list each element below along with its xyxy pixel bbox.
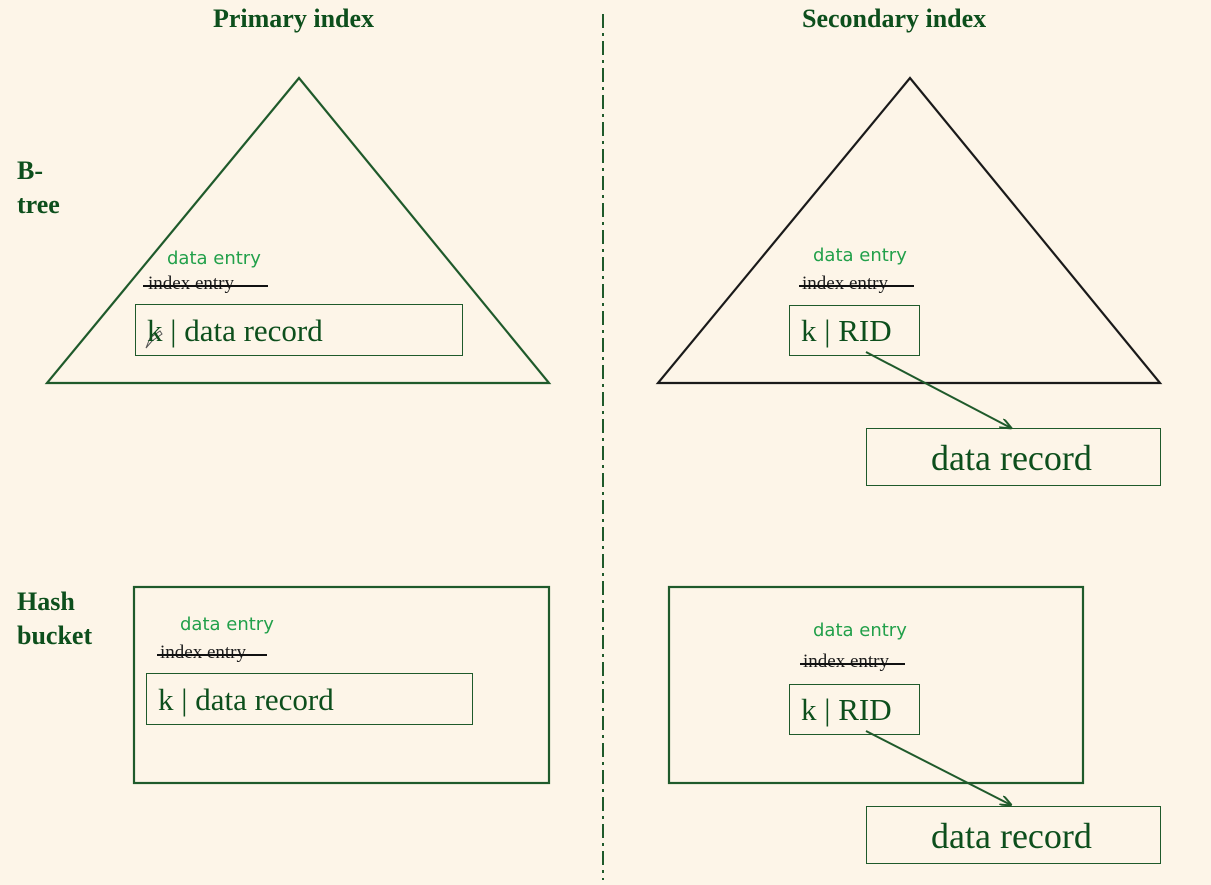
- row-label-btree-line2: tree: [17, 190, 60, 219]
- pencil-cursor-icon: [145, 330, 163, 349]
- primary-btree-triangle: [44, 76, 552, 385]
- btree-data-record-box: data record: [866, 428, 1161, 486]
- data-entry-label: data entry: [813, 245, 907, 266]
- index-entry-label: index entry: [160, 642, 247, 663]
- data-record-text: data record: [931, 438, 1092, 478]
- primary-entry-text: k | data record: [158, 682, 334, 717]
- row-label-hash: Hash bucket: [17, 585, 92, 653]
- hash-data-record-box: data record: [866, 806, 1161, 864]
- index-entry-label: index entry: [148, 273, 235, 294]
- btree-rid-arrow: [865, 351, 1011, 428]
- secondary-btree-entry-box: k | RID: [789, 305, 920, 356]
- row-label-hash-line2: bucket: [17, 621, 93, 650]
- secondary-entry-text: k | RID: [801, 313, 892, 348]
- primary-btree-entry-box: k | data record: [135, 304, 463, 356]
- strikethrough-line: [143, 285, 268, 287]
- strikethrough-line: [800, 663, 905, 665]
- index-entry-label: index entry: [803, 651, 890, 672]
- data-entry-label: data entry: [180, 614, 274, 635]
- primary-hash-bucket: [132, 585, 551, 785]
- row-label-hash-line1: Hash: [17, 587, 75, 616]
- strikethrough-line: [799, 285, 914, 287]
- primary-index-header: Primary index: [213, 4, 375, 33]
- primary-hash-entry-box: k | data record: [146, 673, 473, 725]
- data-entry-label: data entry: [813, 620, 907, 641]
- row-label-btree-line1: B-: [17, 156, 43, 185]
- primary-entry-text: k | data record: [147, 313, 323, 348]
- hash-rid-arrow: [865, 730, 1011, 805]
- secondary-entry-text: k | RID: [801, 692, 892, 727]
- data-entry-label: data entry: [167, 248, 261, 269]
- secondary-index-header: Secondary index: [802, 4, 987, 33]
- index-entry-label: index entry: [802, 273, 889, 294]
- secondary-btree-triangle: [655, 76, 1163, 385]
- row-label-btree: B- tree: [17, 154, 60, 222]
- secondary-hash-entry-box: k | RID: [789, 684, 920, 735]
- data-record-text: data record: [931, 816, 1092, 856]
- strikethrough-line: [157, 654, 267, 656]
- secondary-hash-bucket: [667, 585, 1085, 785]
